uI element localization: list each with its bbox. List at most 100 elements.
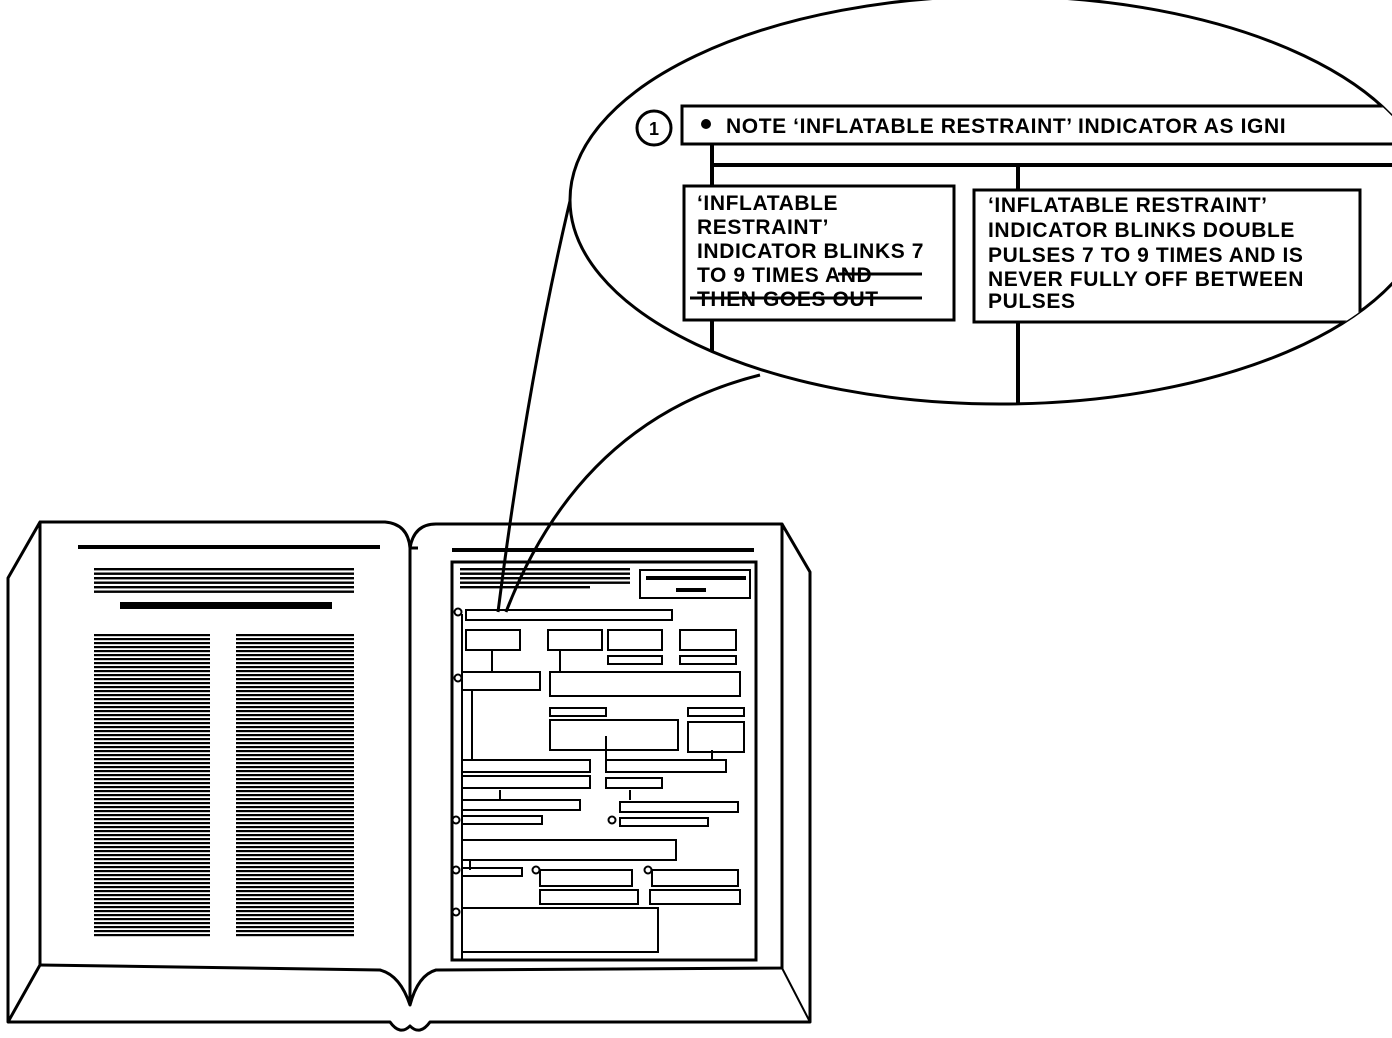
flow-box (619, 817, 709, 827)
right-line-2: INDICATOR BLINKS DOUBLE (988, 219, 1295, 242)
text-line (236, 866, 354, 869)
step-header-box (680, 104, 1392, 146)
step-bullet (643, 865, 653, 875)
text-line (94, 686, 210, 689)
text-line (236, 730, 354, 733)
text-line (94, 854, 210, 857)
text-line (94, 758, 210, 761)
flow-box (549, 707, 607, 717)
text-line (236, 658, 354, 661)
text-line (460, 568, 630, 571)
text-line (236, 898, 354, 901)
step-bullets (451, 607, 653, 917)
text-line (236, 710, 354, 713)
flow-box (461, 815, 543, 825)
text-line (94, 662, 210, 665)
text-line (236, 902, 354, 905)
step-text: NOTE ‘INFLATABLE RESTRAINT’ INDICATOR AS… (726, 115, 1286, 138)
text-line (94, 914, 210, 917)
text-line (94, 738, 210, 741)
text-line (236, 798, 354, 801)
text-line (94, 634, 210, 637)
text-line (94, 766, 210, 769)
text-line (236, 722, 354, 725)
text-line (236, 770, 354, 773)
text-line (236, 690, 354, 693)
text-line (236, 926, 354, 929)
text-line (94, 918, 210, 921)
flow-box (539, 869, 633, 887)
flow-box (539, 889, 639, 905)
text-line (236, 654, 354, 657)
text-line (236, 662, 354, 665)
flow-box (605, 777, 663, 789)
text-line (94, 678, 210, 681)
text-line (94, 882, 210, 885)
step-number-circle (635, 109, 673, 147)
left-header-rule (78, 545, 380, 549)
text-line (236, 790, 354, 793)
left-title-block (94, 568, 354, 593)
text-line (94, 754, 210, 757)
text-line (236, 846, 354, 849)
text-line (94, 577, 354, 580)
bullet-dot (701, 119, 711, 129)
branch-lines (710, 144, 1392, 404)
text-line (94, 654, 210, 657)
text-line (94, 706, 210, 709)
text-line (236, 914, 354, 917)
text-line (94, 830, 210, 833)
text-line (94, 734, 210, 737)
flow-box (547, 629, 603, 651)
text-line (94, 858, 210, 861)
text-line (236, 706, 354, 709)
text-line (236, 670, 354, 673)
flow-box (619, 801, 739, 813)
text-line (236, 698, 354, 701)
right-line-3: PULSES 7 TO 9 TIMES AND IS (988, 244, 1304, 267)
step-bullet (453, 673, 463, 683)
text-line (236, 634, 354, 637)
text-line (236, 830, 354, 833)
text-line (236, 778, 354, 781)
text-line (94, 590, 354, 593)
text-line (236, 882, 354, 885)
step-bullet (453, 607, 463, 617)
flow-connectors (461, 614, 713, 960)
text-line (236, 890, 354, 893)
text-line (94, 666, 210, 669)
text-line (236, 842, 354, 845)
text-line (236, 906, 354, 909)
text-line (94, 922, 210, 925)
text-line (94, 670, 210, 673)
text-line (236, 682, 354, 685)
text-line (236, 738, 354, 741)
text-line (94, 790, 210, 793)
text-line (94, 842, 210, 845)
callout-pointer (496, 167, 761, 613)
text-line (236, 686, 354, 689)
text-line (94, 866, 210, 869)
text-line (94, 898, 210, 901)
step-bullet (531, 865, 541, 875)
flow-box (679, 629, 737, 651)
text-line (236, 766, 354, 769)
text-line (94, 770, 210, 773)
text-line (94, 822, 210, 825)
text-line (94, 786, 210, 789)
step-bullet (451, 865, 461, 875)
text-line (94, 870, 210, 873)
left-column-2 (236, 634, 354, 937)
text-line (94, 714, 210, 717)
text-line (236, 694, 354, 697)
outcome-box-right (972, 188, 1362, 324)
flow-box (461, 799, 581, 811)
text-line (94, 782, 210, 785)
left-line-3: INDICATOR BLINKS 7 (697, 240, 924, 263)
text-line (236, 810, 354, 813)
text-line (236, 794, 354, 797)
text-line (94, 890, 210, 893)
text-line (236, 870, 354, 873)
text-line (94, 742, 210, 745)
text-line (236, 646, 354, 649)
